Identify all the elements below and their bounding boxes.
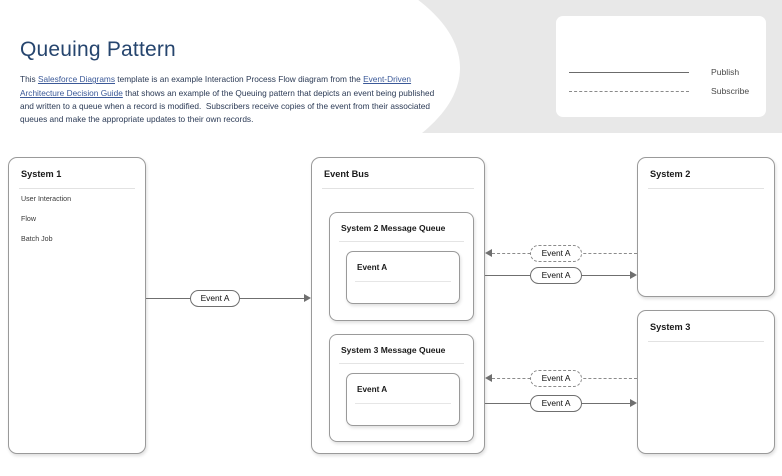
event-bus-divider bbox=[322, 188, 474, 189]
event-a-card-queue3[interactable]: Event A bbox=[346, 373, 460, 426]
system-3-title: System 3 bbox=[650, 322, 691, 332]
system-3-box[interactable]: System 3 bbox=[637, 310, 775, 454]
system-2-message-queue-box[interactable]: System 2 Message Queue Event A bbox=[329, 212, 474, 321]
system-1-box[interactable]: System 1 User Interaction Flow Batch Job bbox=[8, 157, 146, 454]
event-bus-box[interactable]: Event Bus System 2 Message Queue Event A… bbox=[311, 157, 485, 454]
event-bus-title: Event Bus bbox=[324, 169, 369, 179]
desc-text-1: This bbox=[20, 74, 38, 85]
legend-row-subscribe: Subscribe bbox=[556, 83, 766, 99]
system-1-divider bbox=[19, 188, 135, 189]
system-3-divider bbox=[648, 341, 764, 342]
connector-label-pill: Event A bbox=[530, 267, 582, 284]
system-2-box[interactable]: System 2 bbox=[637, 157, 775, 297]
list-item: Flow bbox=[21, 215, 36, 224]
list-item: Batch Job bbox=[21, 235, 53, 244]
system-2-divider bbox=[648, 188, 764, 189]
arrowhead-right-icon bbox=[630, 399, 637, 407]
banner-left-fill bbox=[0, 0, 150, 133]
connector-label-pill: Event A bbox=[530, 245, 582, 262]
legend-row-publish: Publish bbox=[556, 64, 766, 80]
legend-panel: Publish Subscribe bbox=[556, 16, 766, 117]
connector-label-pill: Event A bbox=[190, 290, 240, 307]
event-a-title: Event A bbox=[357, 385, 388, 394]
arrowhead-right-icon bbox=[304, 294, 311, 302]
legend-label-subscribe: Subscribe bbox=[711, 86, 750, 96]
page-title: Queuing Pattern bbox=[20, 38, 176, 61]
connector-label-pill: Event A bbox=[530, 395, 582, 412]
salesforce-diagrams-link[interactable]: Salesforce Diagrams bbox=[37, 74, 115, 85]
arrowhead-left-icon bbox=[485, 374, 492, 382]
desc-text-3: that shows an example of the Queuing pat… bbox=[20, 87, 435, 125]
event-a-divider bbox=[355, 281, 451, 282]
system-3-message-queue-box[interactable]: System 3 Message Queue Event A bbox=[329, 334, 474, 442]
page-description: This Salesforce Diagrams template is an … bbox=[20, 73, 440, 127]
event-a-card-queue2[interactable]: Event A bbox=[346, 251, 460, 304]
system-2-queue-divider bbox=[339, 241, 464, 242]
legend-solid-line-icon bbox=[569, 72, 689, 73]
system-3-queue-divider bbox=[339, 363, 464, 364]
event-a-divider bbox=[355, 403, 451, 404]
legend-label-publish: Publish bbox=[711, 67, 740, 77]
desc-text-2: template is an example Interaction Proce… bbox=[115, 74, 364, 85]
arrowhead-right-icon bbox=[630, 271, 637, 279]
legend-dashed-line-icon bbox=[569, 91, 689, 92]
system-2-queue-title: System 2 Message Queue bbox=[341, 223, 446, 233]
event-driven-guide-link[interactable]: Event-Driven Architecture Decision Guide bbox=[20, 74, 412, 98]
list-item: User Interaction bbox=[21, 195, 72, 203]
system-1-list: User Interaction Flow Batch Job bbox=[21, 195, 135, 256]
system-2-title: System 2 bbox=[650, 169, 691, 179]
system-1-title: System 1 bbox=[21, 169, 62, 179]
header-text-block: Queuing Pattern This Salesforce Diagrams… bbox=[20, 38, 440, 127]
event-a-title: Event A bbox=[357, 263, 388, 272]
connector-label-pill: Event A bbox=[530, 370, 582, 387]
system-3-queue-title: System 3 Message Queue bbox=[341, 345, 446, 355]
arrowhead-left-icon bbox=[485, 249, 492, 257]
